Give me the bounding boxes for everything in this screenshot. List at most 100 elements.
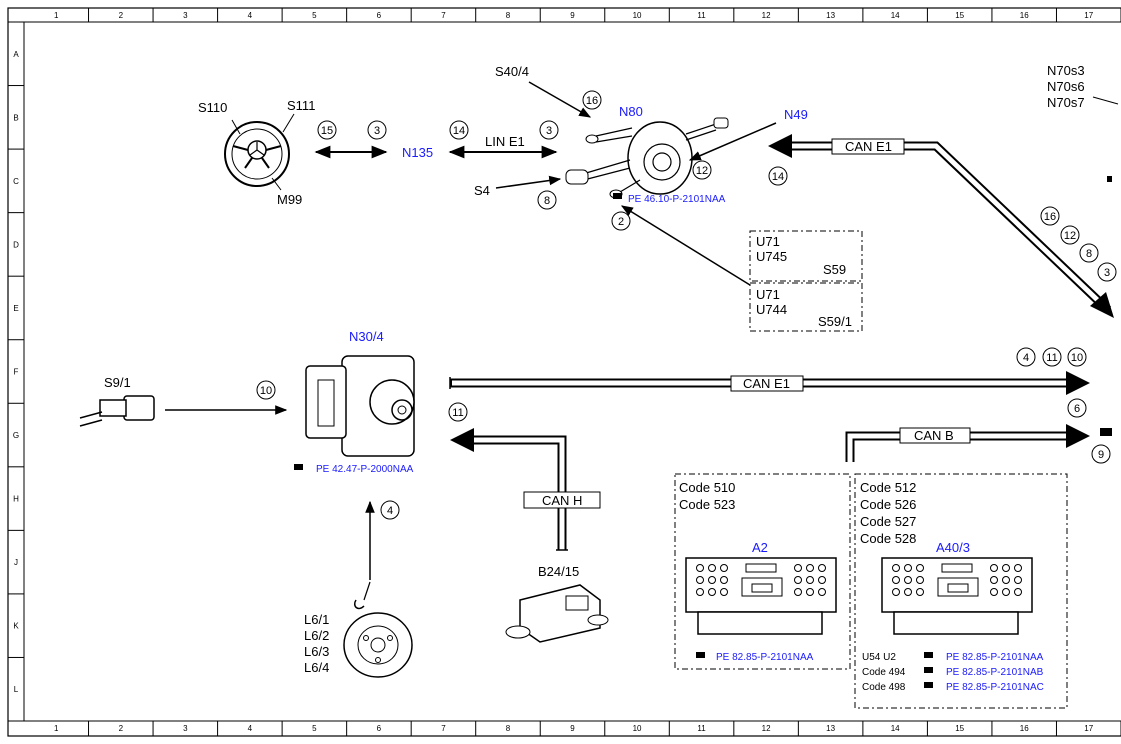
svg-text:3: 3 <box>546 125 552 137</box>
code-523: Code 523 <box>679 497 735 512</box>
grid-row-label: D <box>13 240 19 249</box>
callout-3: 3 <box>539 120 559 140</box>
callout-11: 11 <box>1042 347 1062 367</box>
box-s59-1 <box>749 282 863 332</box>
can-b-label: CAN B <box>914 428 954 443</box>
label-b24-15: B24/15 <box>538 564 579 579</box>
grid-col-label: 9 <box>570 11 575 20</box>
svg-text:6: 6 <box>1074 403 1080 415</box>
grid-row-label: K <box>13 622 19 631</box>
label-s40-4: S40/4 <box>495 64 529 79</box>
grid-col-label: 11 <box>697 11 706 20</box>
can-e1-mid-label: CAN E1 <box>743 376 790 391</box>
callout-16: 16 <box>1040 206 1060 226</box>
svg-text:4: 4 <box>1023 352 1029 364</box>
callout-2: 2 <box>611 211 631 231</box>
box-a2 <box>674 473 851 670</box>
label-s59-1: S59/1 <box>818 314 852 329</box>
box-a40-3 <box>854 473 1068 709</box>
callout-14: 14 <box>768 166 788 186</box>
label-n80: N80 <box>619 104 643 119</box>
callout-12: 12 <box>1060 225 1080 245</box>
code-527: Code 527 <box>860 514 916 529</box>
label-s4: S4 <box>474 183 490 198</box>
steering-column-module-icon <box>565 117 729 199</box>
grid-col-label: 6 <box>377 724 382 733</box>
svg-text:8: 8 <box>1086 248 1092 260</box>
callout-14: 14 <box>449 120 469 140</box>
grid-col-label: 2 <box>119 11 124 20</box>
label-a2: A2 <box>752 540 768 555</box>
ref-n30[interactable]: PE 42.47-P-2000NAA <box>316 464 414 475</box>
steering-wheel-icon <box>224 113 295 191</box>
svg-text:14: 14 <box>453 125 465 137</box>
svg-text:8: 8 <box>544 195 550 207</box>
grid-col-label: 5 <box>312 724 317 733</box>
a40-ref-3-label: Code 498 <box>862 682 906 693</box>
label-l6-2: L6/2 <box>304 628 329 643</box>
radio-unit-a2-icon <box>685 557 837 635</box>
callout-15: 15 <box>317 120 337 140</box>
grid-col-label: 6 <box>377 11 382 20</box>
grid-row-label: L <box>14 685 19 694</box>
s59-line-2: U745 <box>756 249 787 264</box>
callout-10: 10 <box>1067 347 1087 367</box>
callout-3: 3 <box>1097 262 1117 282</box>
callout-8: 8 <box>1079 243 1099 263</box>
svg-text:12: 12 <box>1064 230 1076 242</box>
grid-row-label: G <box>13 431 19 440</box>
grid-col-label: 8 <box>506 724 511 733</box>
svg-text:3: 3 <box>374 125 380 137</box>
can-e1-top-label: CAN E1 <box>845 139 892 154</box>
esp-control-unit-icon <box>305 355 415 457</box>
code-510: Code 510 <box>679 480 735 495</box>
svg-text:11: 11 <box>1046 352 1057 364</box>
lin-e1-label: LIN E1 <box>485 134 525 149</box>
label-a40-3: A40/3 <box>936 540 970 555</box>
ref-n80[interactable]: PE 46.10-P-2101NAA <box>628 194 726 205</box>
svg-text:10: 10 <box>260 385 272 397</box>
grid-col-label: 13 <box>826 11 835 20</box>
grid-col-label: 14 <box>891 11 900 20</box>
grid-col-label: 3 <box>183 724 188 733</box>
grid-row-label: B <box>13 113 18 122</box>
callout-9: 9 <box>1091 444 1111 464</box>
label-n30-4: N30/4 <box>349 329 384 344</box>
a40-ref-1[interactable]: PE 82.85-P-2101NAA <box>946 652 1044 663</box>
can-e1-top-bus: CAN E1 <box>768 134 1114 318</box>
can-h-bus: CAN H <box>450 428 601 551</box>
grid-col-label: 8 <box>506 11 511 20</box>
s59-1-line-2: U744 <box>756 302 787 317</box>
grid-row-label: A <box>13 50 19 59</box>
callout-6: 6 <box>1067 398 1087 418</box>
grid-col-label: 12 <box>762 11 771 20</box>
callout-11: 11 <box>448 402 468 422</box>
grid-col-label: 17 <box>1084 724 1093 733</box>
grid-col-label: 3 <box>183 11 188 20</box>
a40-ref-3[interactable]: PE 82.85-P-2101NAC <box>946 682 1044 693</box>
ref-a2[interactable]: PE 82.85-P-2101NAA <box>716 652 814 663</box>
label-m99: M99 <box>277 192 302 207</box>
can-b-bus: CAN B <box>845 424 1112 462</box>
label-s111: S111 <box>287 98 315 113</box>
svg-text:3: 3 <box>1104 267 1110 279</box>
label-s9-1: S9/1 <box>104 375 131 390</box>
callout-12: 12 <box>692 160 712 180</box>
label-n135: N135 <box>402 145 433 160</box>
grid-col-label: 15 <box>955 724 964 733</box>
grid-col-label: 9 <box>570 724 575 733</box>
code-526: Code 526 <box>860 497 916 512</box>
label-n70s3: N70s3 <box>1047 63 1085 78</box>
grid-col-label: 10 <box>633 724 642 733</box>
label-n70s6: N70s6 <box>1047 79 1085 94</box>
a40-ref-2[interactable]: PE 82.85-P-2101NAB <box>946 667 1044 678</box>
can-h-label: CAN H <box>542 493 582 508</box>
grid-row-label: F <box>14 368 19 377</box>
box-s59 <box>749 230 863 282</box>
label-n49: N49 <box>784 107 808 122</box>
label-l6-3: L6/3 <box>304 644 329 659</box>
svg-text:15: 15 <box>321 125 333 137</box>
